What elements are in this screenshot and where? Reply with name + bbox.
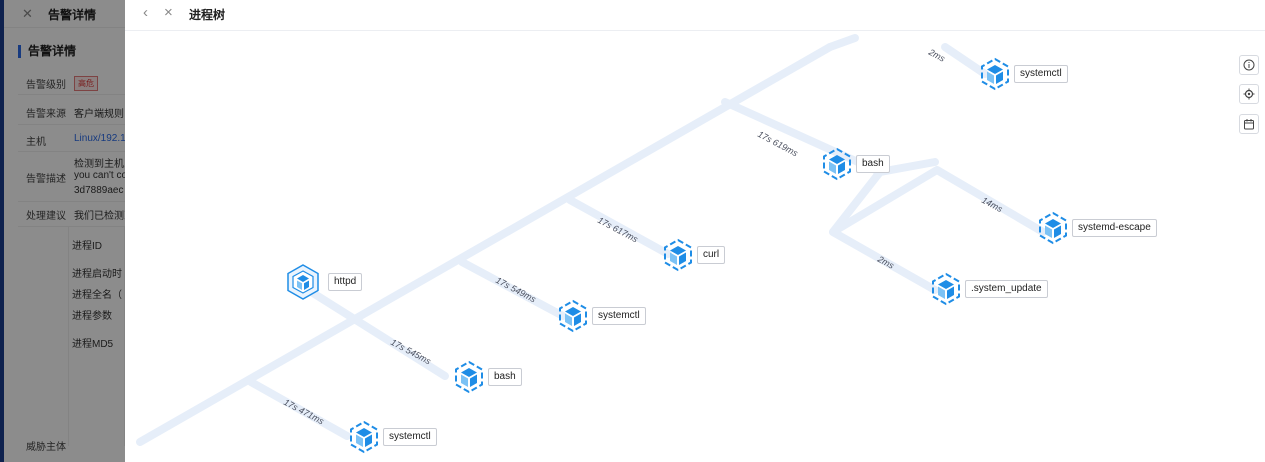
link-system-update <box>829 168 939 294</box>
link-systemctl-bottom <box>247 378 351 440</box>
back-button[interactable]: ‹ <box>143 4 148 21</box>
link-curl <box>566 196 672 258</box>
process-label: bash <box>488 368 522 386</box>
process-icon <box>1039 211 1067 245</box>
process-label: .system_update <box>965 280 1048 298</box>
process-root-icon <box>287 264 319 300</box>
process-label: bash <box>856 155 890 173</box>
locate-icon <box>1243 88 1255 100</box>
alert-detail-title: 告警详情 <box>48 8 97 22</box>
process-icon <box>664 238 692 272</box>
info-button[interactable] <box>1239 55 1259 75</box>
severity-badge: 高危 <box>74 76 98 91</box>
process-icon <box>455 360 483 394</box>
edge-label: 17s 617ms <box>596 215 640 245</box>
link-systemd-escape <box>829 166 1047 236</box>
section-title: 告警详情 <box>18 45 76 58</box>
tree-trunk-tip <box>826 34 859 51</box>
left-nav-edge <box>0 0 4 462</box>
sub-field: 进程参数 <box>72 311 112 322</box>
edge-label: 17s 471ms <box>282 397 326 427</box>
close-icon[interactable]: ✕ <box>22 6 33 21</box>
process-label: systemctl <box>1014 65 1068 83</box>
close-button[interactable]: × <box>164 4 173 21</box>
drawer-header: ‹ × 进程树 <box>125 0 1265 31</box>
tree-links <box>136 34 1047 446</box>
tree-trunk <box>136 43 834 446</box>
edge-label: 17s 549ms <box>494 275 538 305</box>
process-tree-drawer: ‹ × 进程树 2ms 17s 619ms 14ms 2ms 17s 617ms… <box>125 0 1265 462</box>
link-systemctl-top <box>941 43 989 78</box>
link-systemctl-mid <box>458 258 567 320</box>
sub-field: 进程启动时 <box>72 269 122 280</box>
calendar-icon <box>1244 119 1254 130</box>
host-link[interactable]: Linux/192.1 <box>74 133 126 144</box>
process-icon <box>932 272 960 306</box>
process-icon <box>559 299 587 333</box>
link-bash-lower <box>301 284 449 380</box>
sub-field: 进程MD5 <box>72 339 114 350</box>
locate-button[interactable] <box>1239 84 1259 104</box>
process-label: systemd-escape <box>1072 219 1157 237</box>
edge-label: 17s 545ms <box>389 337 433 367</box>
process-icon <box>350 420 378 454</box>
process-label: curl <box>697 246 726 264</box>
process-label: systemctl <box>592 307 646 325</box>
drawer-title: 进程树 <box>189 8 226 22</box>
sub-field: 进程ID <box>72 241 102 252</box>
process-icon <box>823 147 851 181</box>
sub-field: 进程全名（ <box>72 290 122 301</box>
calendar-button[interactable] <box>1239 114 1259 134</box>
info-icon <box>1243 59 1255 71</box>
process-icon <box>981 57 1009 91</box>
process-label: systemctl <box>383 428 437 446</box>
process-label: httpd <box>328 273 363 291</box>
